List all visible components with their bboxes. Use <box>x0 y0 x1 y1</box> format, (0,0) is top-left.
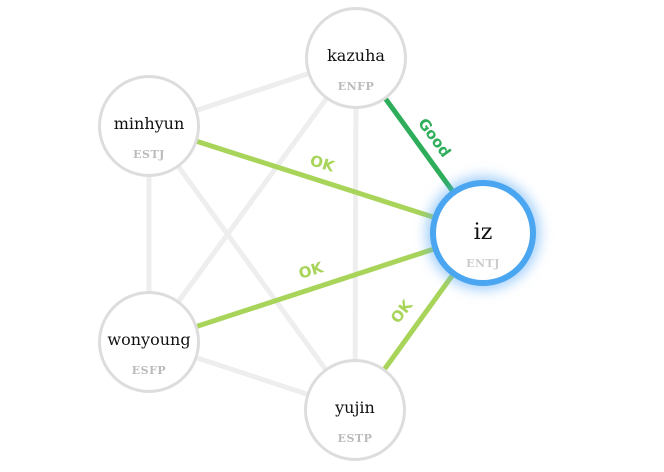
node-type: ESTP <box>337 432 373 445</box>
node-iz-selected[interactable]: iz ENTJ <box>430 180 536 286</box>
node-type: ESFP <box>131 364 167 377</box>
edge-minhyun-iz <box>148 123 484 236</box>
node-type: ESTJ <box>133 148 165 161</box>
node-name: wonyoung <box>107 330 191 349</box>
node-name: yujin <box>335 398 375 417</box>
node-name: kazuha <box>327 46 385 65</box>
background-link-minhyun-yujin <box>146 124 358 412</box>
node-type: ENTJ <box>466 257 500 270</box>
edge-label-kazuha-iz: Good <box>414 115 454 161</box>
edge-label-yujin-iz: OK <box>387 295 417 326</box>
edge-label-minhyun-iz: OK <box>308 151 338 176</box>
edge-wonyoung-iz <box>148 230 484 345</box>
node-name: iz <box>473 220 493 245</box>
background-link-kazuha-wonyoung <box>146 56 359 344</box>
node-name: minhyun <box>113 114 185 133</box>
node-type: ENFP <box>337 80 375 93</box>
edge-label-wonyoung-iz: OK <box>297 258 327 283</box>
node-minhyun[interactable]: minhyun ESTJ <box>98 75 200 177</box>
background-link-kazuha-yujin <box>352 57 359 411</box>
node-kazuha[interactable]: kazuha ENFP <box>305 7 407 109</box>
node-yujin[interactable]: yujin ESTP <box>304 359 406 461</box>
node-wonyoung[interactable]: wonyoung ESFP <box>98 291 200 393</box>
